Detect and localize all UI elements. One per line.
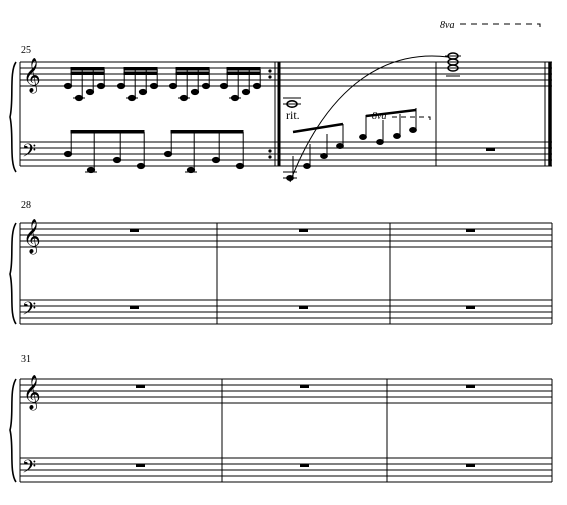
note-head <box>393 133 401 139</box>
note-head <box>138 88 148 96</box>
measure-27: 8va <box>440 20 541 151</box>
note-head <box>136 162 146 170</box>
measure-number-31: 31 <box>21 354 31 365</box>
grand-staff-brace <box>9 222 17 325</box>
slur-arc <box>289 55 449 183</box>
ottava-top-marking: 8va <box>440 20 454 31</box>
treble-16th-run <box>63 67 262 102</box>
bass-clef-icon: 𝄢 <box>22 457 36 482</box>
note-head <box>235 162 245 170</box>
ottava-top-line <box>460 23 541 31</box>
note-head <box>201 82 211 90</box>
grand-staff-brace <box>9 378 17 483</box>
note-head <box>219 82 229 90</box>
note-head <box>163 150 173 158</box>
grand-staff-brace <box>9 61 17 173</box>
note-head <box>376 139 384 145</box>
ottava-bass-marking: 8va <box>372 111 386 122</box>
measure-number-28: 28 <box>21 200 31 211</box>
note-head <box>359 134 367 140</box>
note-head <box>252 82 262 90</box>
bass-clef-icon: 𝄢 <box>22 299 36 324</box>
whole-rest <box>486 148 495 151</box>
system-3: 31 𝄞 𝄢 <box>9 354 553 483</box>
bass-clef-icon: 𝄢 <box>22 141 36 166</box>
note-head <box>211 156 221 164</box>
note-head <box>116 82 126 90</box>
note-head <box>320 153 328 159</box>
bass-staff-lines <box>20 457 552 483</box>
measure-number-25: 25 <box>21 45 31 56</box>
note-head <box>303 163 311 169</box>
note-head <box>168 82 178 90</box>
bass-staff-lines <box>20 299 552 325</box>
note-head <box>336 143 344 149</box>
treble-clef-icon: 𝄞 <box>23 58 41 94</box>
note-head <box>63 82 73 90</box>
note-head <box>241 88 251 96</box>
end-repeat-sign <box>268 62 281 166</box>
treble-clef-icon: 𝄞 <box>23 219 41 255</box>
note-head <box>96 82 106 90</box>
system-1: 25 𝄞 𝄢 <box>9 20 552 183</box>
treble-staff-lines <box>20 378 552 404</box>
note-head <box>85 88 95 96</box>
treble-staff-lines <box>20 61 552 87</box>
ottava-bass-line <box>392 116 431 124</box>
note-head <box>63 150 73 158</box>
treble-clef-icon: 𝄞 <box>23 375 41 411</box>
rit-marking: rit. <box>286 108 300 122</box>
measure-26: rit. 8va <box>283 55 449 183</box>
whole-rests <box>136 385 475 467</box>
bass-arpeggio <box>283 108 417 181</box>
treble-staff-lines <box>20 222 552 248</box>
note-head <box>190 88 200 96</box>
note-head <box>409 127 417 133</box>
bass-8th-run <box>63 130 245 174</box>
whole-rests <box>130 229 475 309</box>
bass-staff-lines <box>20 141 552 167</box>
system-2: 28 𝄞 𝄢 <box>9 200 553 325</box>
note-head <box>149 82 159 90</box>
note-head <box>112 156 122 164</box>
